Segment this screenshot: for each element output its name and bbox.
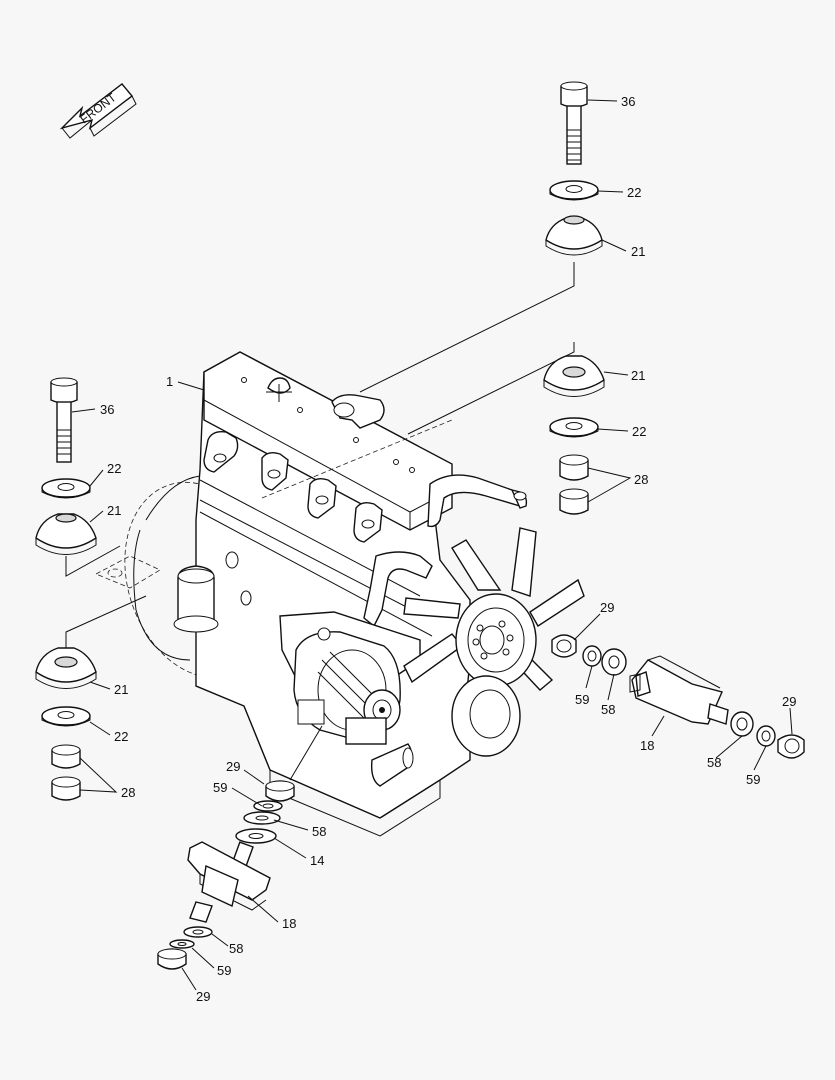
washer-58-right (730, 711, 754, 737)
callout-29-bottom-top: 29 (226, 759, 240, 774)
lockwasher-59-bottom-top (253, 800, 283, 812)
callout-22-top: 22 (627, 185, 641, 200)
callout-59-right: 59 (746, 772, 760, 787)
callout-59-bottom-top: 59 (213, 780, 227, 795)
callout-58-bottom-top: 58 (312, 824, 326, 839)
callout-58-right: 58 (707, 755, 721, 770)
callout-22-right: 22 (632, 424, 646, 439)
callout-21-top: 21 (631, 244, 645, 259)
callout-29-fan: 29 (600, 600, 614, 615)
nut-29-right (777, 734, 805, 759)
callout-29-bottom: 29 (196, 989, 210, 1004)
callout-21-left-low: 21 (114, 682, 128, 697)
front-arrow-icon: FRONT (59, 83, 137, 139)
callout-28-left-low: 28 (121, 785, 135, 800)
bolt-36-top (560, 81, 588, 165)
washer-58-fan (601, 648, 627, 676)
callout-21-left: 21 (107, 503, 121, 518)
nut-28-left (51, 744, 81, 801)
washer-22-left-low (41, 706, 91, 727)
nut-29-bottom-top (265, 780, 295, 802)
cooling-fan (403, 527, 585, 757)
washer-58-bottom (183, 926, 213, 938)
callout-28-right: 28 (634, 472, 648, 487)
callout-58-bottom: 58 (229, 941, 243, 956)
callout-1: 1 (166, 374, 173, 389)
mount-link-line (65, 545, 121, 577)
engine-1 (124, 351, 528, 837)
bolt-36-left (50, 377, 78, 463)
lockwasher-59-right (756, 725, 776, 747)
washer-58-bottom-top (243, 811, 281, 825)
lockwasher-59-bottom (169, 939, 195, 949)
nut-29-bottom (157, 948, 187, 970)
mount-link-line (65, 595, 147, 648)
washer-22-left (41, 478, 91, 499)
oil-filter (173, 565, 219, 633)
rubber-mount-21-right (543, 355, 605, 397)
washer-22-top (549, 180, 599, 201)
lockwasher-59-fan (582, 645, 602, 667)
mount-bracket-18-right (629, 655, 729, 725)
mount-bracket-18-bottom (187, 841, 271, 923)
callout-29-right: 29 (782, 694, 796, 709)
callout-36-top: 36 (621, 94, 635, 109)
alternator (293, 627, 401, 745)
nut-28-right (559, 454, 589, 515)
washer-14 (235, 828, 277, 844)
callout-21-right: 21 (631, 368, 645, 383)
callout-58-fan: 58 (601, 702, 615, 717)
callout-36-left: 36 (100, 402, 114, 417)
rubber-mount-21-left-low (35, 647, 97, 689)
nut-29-fan (551, 634, 577, 658)
callout-leaders (71, 99, 793, 991)
callout-22-left: 22 (107, 461, 121, 476)
washer-22-right (549, 417, 599, 438)
rubber-mount-21-left (35, 513, 97, 555)
rubber-mount-21-top (545, 215, 603, 256)
callout-18-right: 18 (640, 738, 654, 753)
callout-59-bottom: 59 (217, 963, 231, 978)
callout-14: 14 (310, 853, 324, 868)
callout-18-bottom: 18 (282, 916, 296, 931)
callout-59-fan: 59 (575, 692, 589, 707)
callout-22-left-low: 22 (114, 729, 128, 744)
